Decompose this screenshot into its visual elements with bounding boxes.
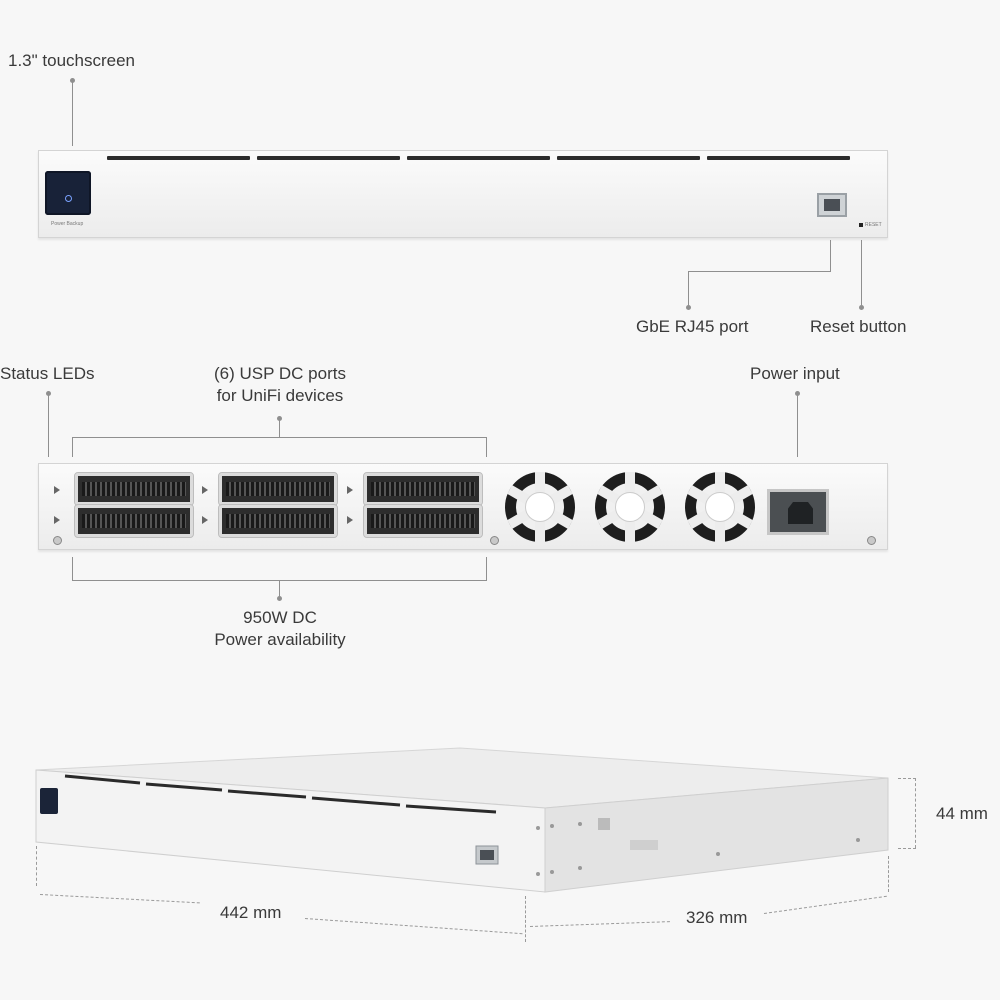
usp-dc-bracket [486,437,487,457]
dc-power-bracket [279,580,280,598]
reset-button[interactable] [859,223,863,227]
dc-power-line2: Power availability [214,630,346,649]
width-dimension-label: 442 mm [220,903,282,922]
touchscreen-callout-line [72,80,73,146]
front-vent [407,156,550,160]
width-dimension-tick [36,846,37,886]
dc-power-line1: 950W DC [243,608,317,627]
power-input-label: Power input [750,364,840,383]
status-leds-callout-line [48,393,49,457]
status-leds-label: Status LEDs [0,364,95,383]
status-led-icon [54,486,60,494]
touchscreen-label: 1.3" touchscreen [8,51,136,70]
front-vent [707,156,850,160]
status-led-icon [202,516,208,524]
usp-dc-port[interactable] [74,504,194,538]
status-led-icon [347,516,353,524]
front-panel: Power Backup RESET [38,150,888,238]
status-led-icon [202,486,208,494]
reset-label: Reset button [810,317,907,336]
height-dimension-tick [898,778,916,779]
usp-dc-port[interactable] [363,504,483,538]
rear-panel [38,463,888,550]
front-vent [107,156,250,160]
status-led-icon [54,516,60,524]
fan-icon [505,472,575,542]
front-vent [557,156,700,160]
usp-dc-port[interactable] [363,472,483,506]
height-dimension-line [915,778,916,848]
fan-icon [595,472,665,542]
reset-callout-line [861,240,862,305]
usp-dc-label-line2: for UniFi devices [216,386,344,405]
depth-dimension-tick [888,856,889,892]
usp-dc-bracket [279,418,280,438]
reset-tiny-label: RESET [865,222,882,228]
rj45-callout-dot [686,305,691,310]
screen-indicator-icon [65,195,72,202]
dc-power-callout-dot [277,596,282,601]
usp-dc-port[interactable] [74,472,194,506]
front-vent [257,156,400,160]
dc-power-bracket [72,557,73,581]
dc-power-bracket [486,557,487,581]
reset-callout-dot [859,305,864,310]
screw-icon [490,536,499,545]
depth-dimension-label: 326 mm [686,908,748,927]
height-dimension-tick [898,848,916,849]
usp-dc-label-line1: (6) USP DC ports [214,364,346,383]
rj45-callout-line [688,271,831,272]
screw-icon [867,536,876,545]
screw-icon [53,536,62,545]
power-input-socket[interactable] [767,489,829,535]
rj45-port[interactable] [817,193,847,217]
usp-dc-port[interactable] [218,472,338,506]
touchscreen-display[interactable] [45,171,91,215]
power-input-callout-line [797,393,798,457]
width-dimension-tick [525,896,526,942]
usp-dc-port[interactable] [218,504,338,538]
rj45-label: GbE RJ45 port [636,317,749,336]
usp-dc-bracket [72,437,487,438]
rj45-callout-line [830,240,831,272]
height-dimension-label: 44 mm [936,804,988,823]
rj45-callout-line [688,271,689,307]
usp-dc-bracket [72,437,73,457]
fan-icon [685,472,755,542]
screen-caption: Power Backup [51,221,84,227]
status-led-icon [347,486,353,494]
